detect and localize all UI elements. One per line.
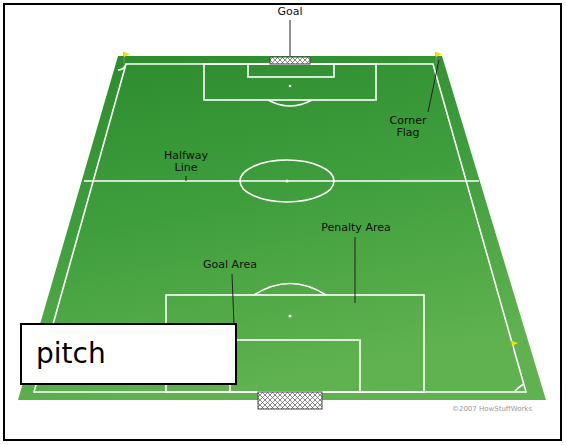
frame bbox=[4, 4, 561, 440]
penalty-area-label: Penalty Area bbox=[321, 222, 390, 234]
goal-top bbox=[270, 57, 310, 64]
goal-area-label: Goal Area bbox=[203, 259, 257, 271]
copyright-watermark: ©2007 HowStuffWorks bbox=[452, 403, 532, 415]
corner-flags bbox=[124, 52, 518, 352]
title-box: pitch bbox=[20, 323, 237, 385]
leader-lines bbox=[186, 20, 439, 325]
box-title: pitch bbox=[36, 337, 235, 371]
corner-flag-label: Corner Flag bbox=[379, 115, 437, 139]
grass bbox=[18, 56, 546, 400]
goal-bottom bbox=[258, 392, 322, 409]
halfway-line-label: Halfway Line bbox=[157, 150, 215, 174]
goal-label: Goal bbox=[277, 6, 302, 18]
